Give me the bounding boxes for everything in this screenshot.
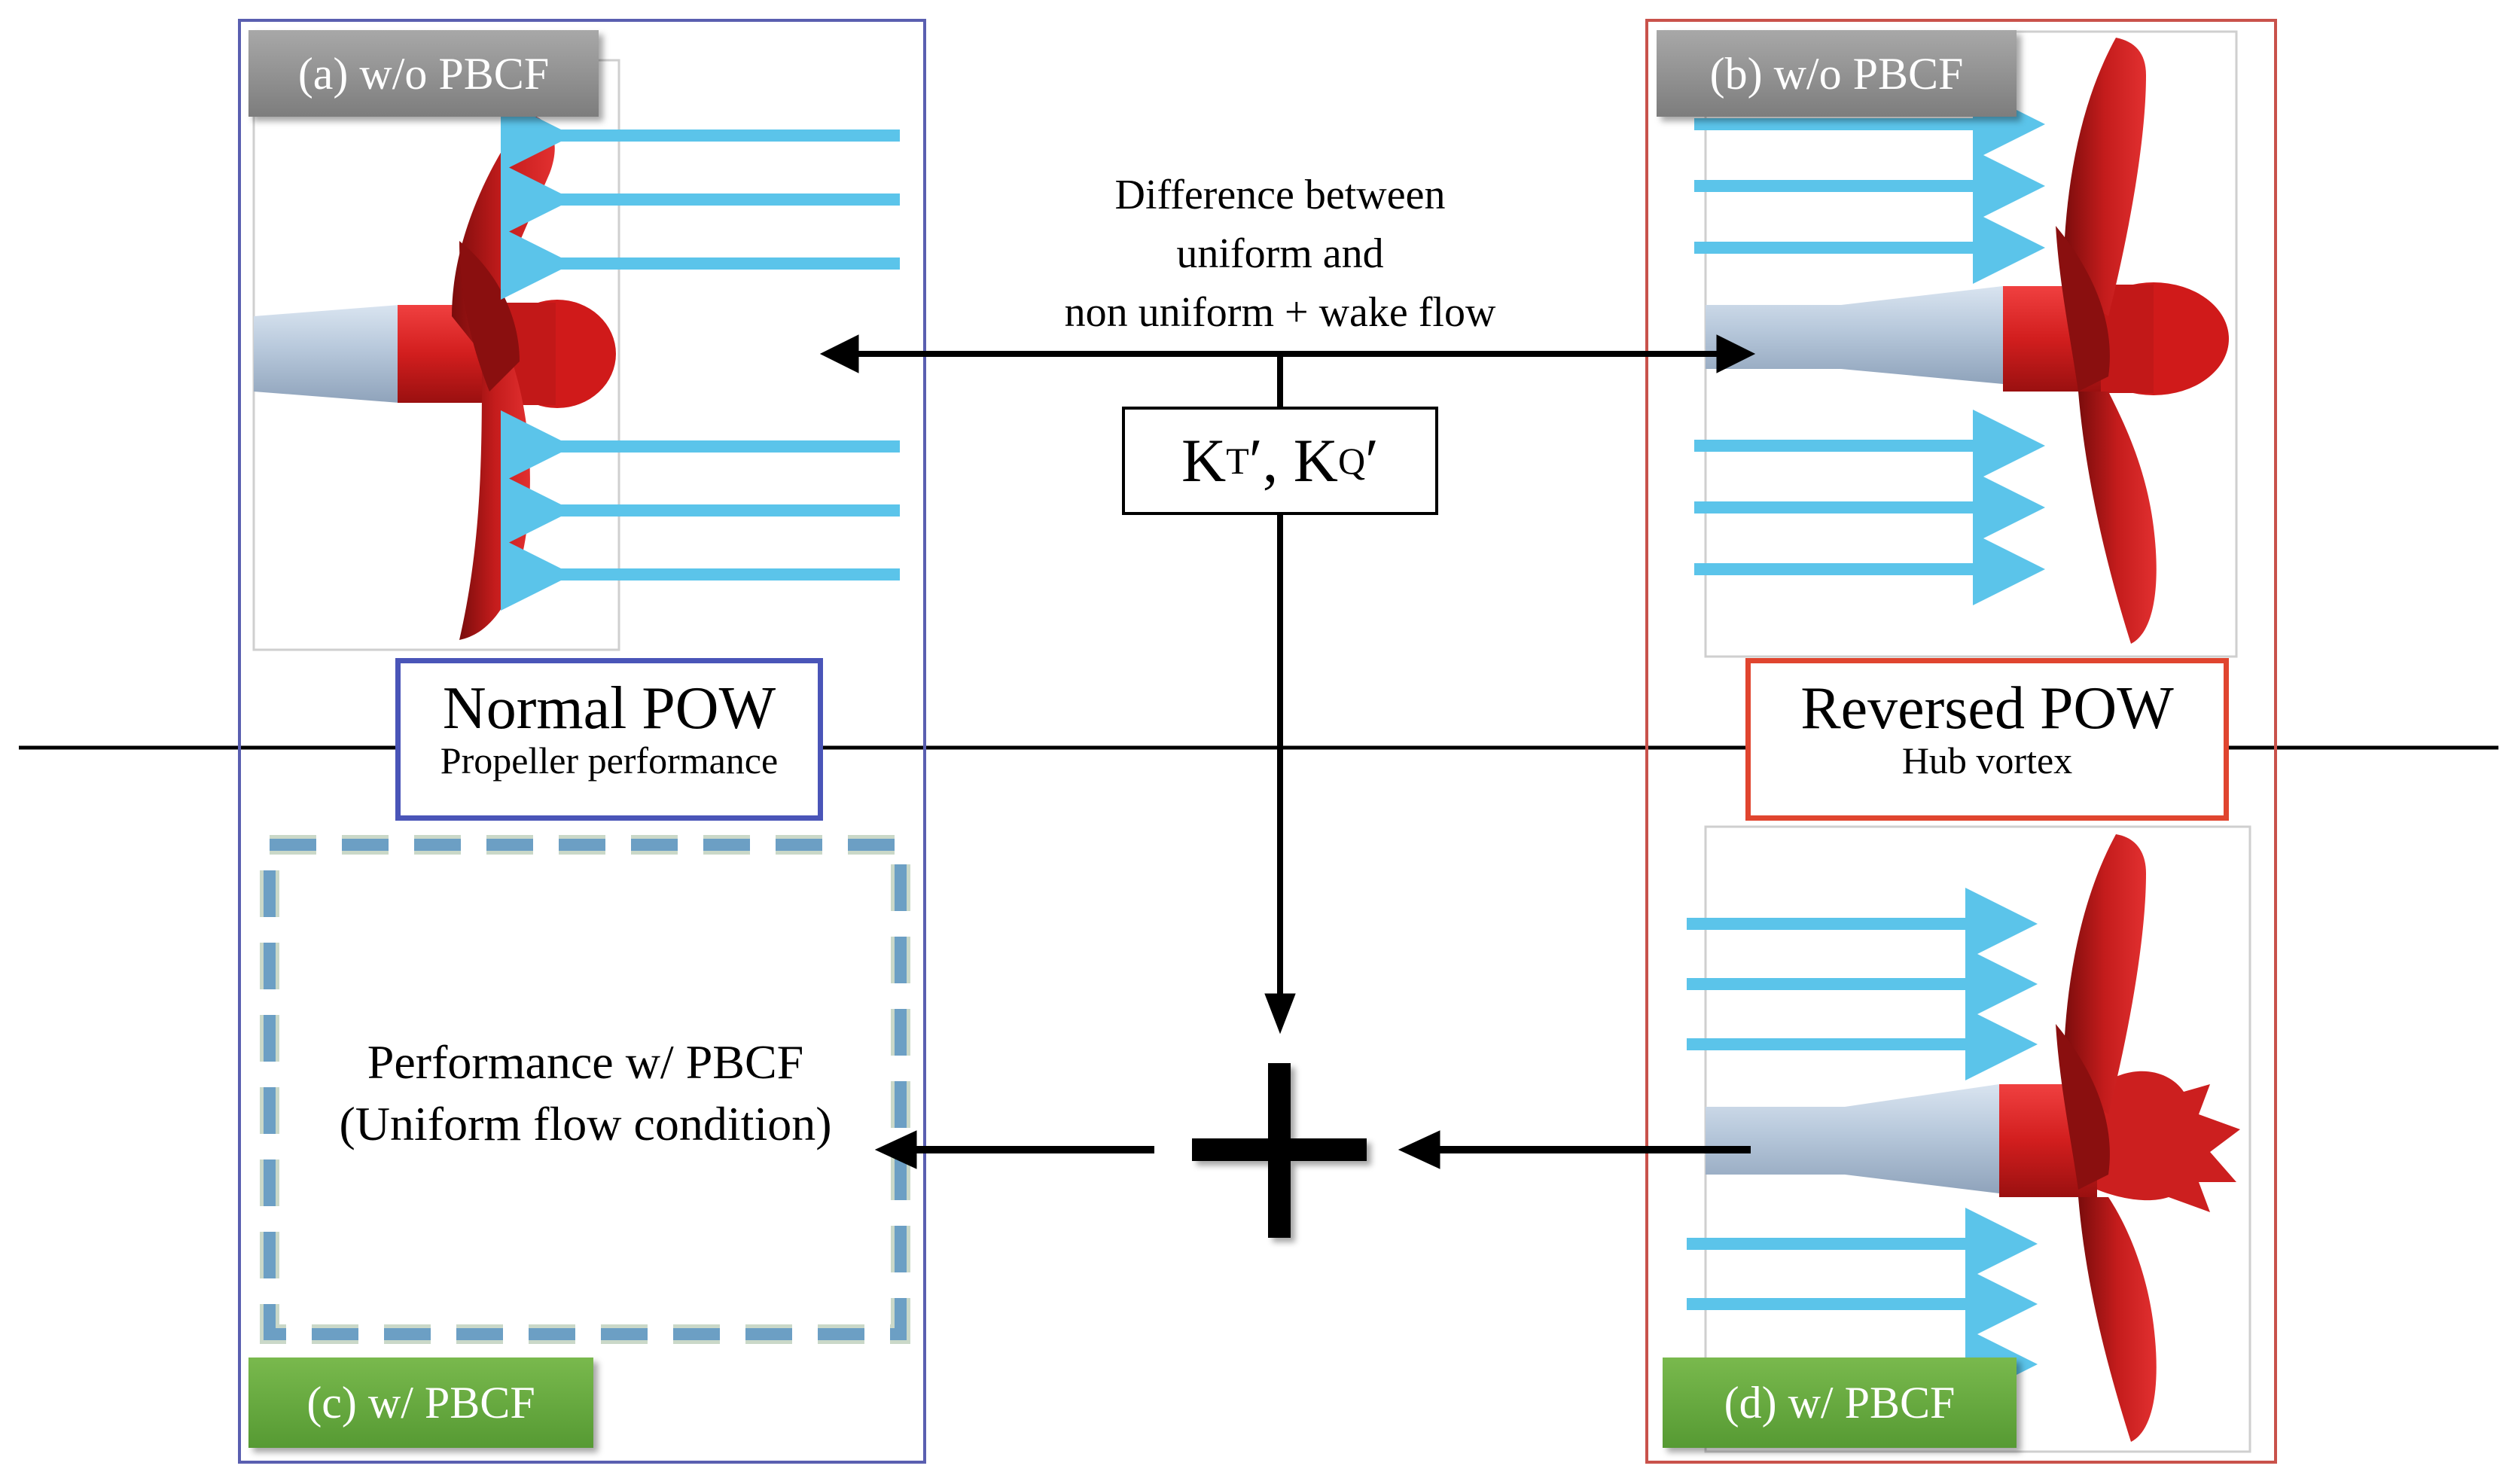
normal-pow-frame	[238, 19, 926, 1464]
vertical-arrow	[1264, 354, 1296, 1035]
result-line-2: (Uniform flow condition)	[339, 1097, 832, 1150]
panel-label-a: (a) w/o PBCF	[248, 30, 599, 117]
difference-line-1: Difference between	[1114, 172, 1446, 218]
propeller-image-b	[1704, 30, 2238, 658]
panel-label-c: (c) w/ PBCF	[248, 1358, 593, 1448]
coefficient-kt: K	[1181, 426, 1227, 495]
arrow-plus-to-result	[874, 1130, 1154, 1169]
normal-pow-subtitle: Propeller performance	[440, 739, 779, 782]
plus-icon	[1192, 1063, 1367, 1238]
normal-pow-title: Normal POW	[442, 675, 776, 742]
result-caption: Performance w/ PBCF (Uniform flow condit…	[279, 1031, 892, 1155]
panel-label-b: (b) w/o PBCF	[1657, 30, 2017, 117]
flow-arrows-b	[1694, 88, 2045, 605]
difference-double-arrow	[819, 334, 1756, 373]
result-line-1: Performance w/ PBCF	[367, 1035, 804, 1089]
flow-arrows-a	[501, 99, 900, 611]
normal-pow-box: Normal POW Propeller performance	[395, 658, 823, 821]
difference-caption: Difference between uniform and non unifo…	[971, 166, 1589, 342]
panel-label-d: (d) w/ PBCF	[1663, 1358, 2017, 1448]
reversed-pow-box: Reversed POW Hub vortex	[1745, 658, 2229, 821]
coefficient-sep: ′, K	[1248, 426, 1338, 495]
coefficient-kq-sub: Q	[1337, 440, 1366, 482]
reversed-pow-title: Reversed POW	[1800, 675, 2174, 742]
coefficient-end: ′	[1365, 426, 1379, 495]
reversed-pow-frame	[1645, 19, 2277, 1464]
difference-line-2: uniform and	[1176, 230, 1384, 277]
coefficient-kt-sub: T	[1226, 440, 1249, 482]
reversed-pow-subtitle: Hub vortex	[1901, 739, 2073, 782]
difference-line-3: non uniform + wake flow	[1064, 289, 1496, 336]
propeller-image-a	[252, 59, 620, 651]
arrow-right-to-plus	[1398, 1130, 1751, 1169]
